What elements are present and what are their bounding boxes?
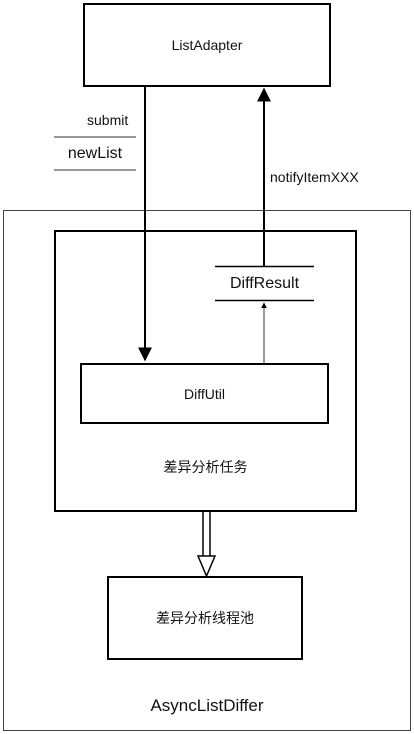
async-list-differ-container bbox=[3, 210, 411, 731]
diff-task-label: 差异分析任务 bbox=[163, 459, 248, 475]
diff-result-label: DiffResult bbox=[229, 274, 300, 292]
hollow-down-arrow bbox=[196, 511, 217, 578]
diff-task-box bbox=[54, 230, 357, 512]
thread-pool-box: 差异分析线程池 bbox=[107, 576, 303, 660]
list-adapter-label: ListAdapter bbox=[171, 37, 243, 53]
thread-pool-label: 差异分析线程池 bbox=[156, 610, 254, 626]
diff-util-box: DiffUtil bbox=[80, 363, 329, 424]
async-list-differ-label: AsyncListDiffer bbox=[150, 696, 264, 715]
diff-util-label: DiffUtil bbox=[184, 385, 225, 402]
notify-label: notifyItemXXX bbox=[270, 169, 359, 185]
submit-label: submit bbox=[87, 112, 129, 128]
new-list-label: newList bbox=[67, 145, 123, 162]
list-adapter-box: ListAdapter bbox=[83, 3, 331, 87]
